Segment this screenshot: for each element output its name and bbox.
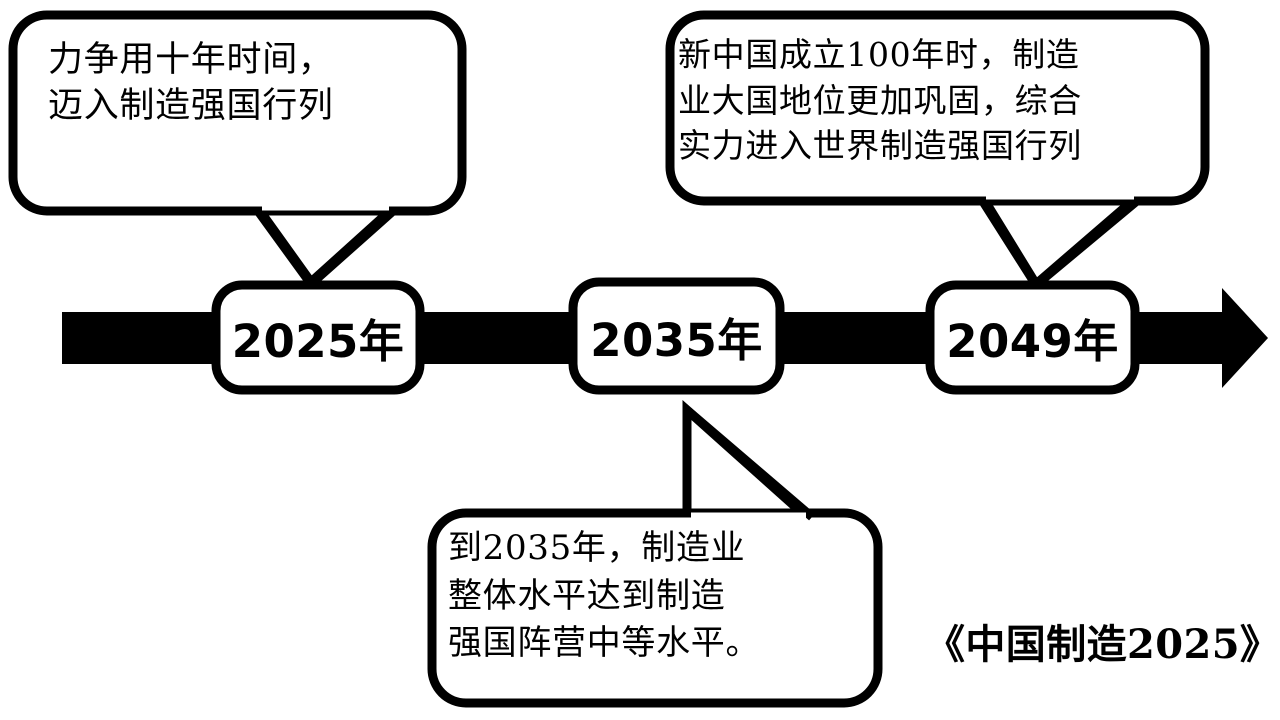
callout-2025-text: 力争用十年时间， 迈入制造强国行列 [48, 38, 448, 129]
callout-2049-line-1: 新中国成立100年时，制造 [678, 35, 1080, 74]
callout-2025-bubble [8, 10, 467, 216]
callout-2035-line-3: 强国阵营中等水平。 [448, 623, 761, 664]
timeline-node-label-2049: 2049年 [946, 315, 1119, 368]
timeline-node-label-2035: 2035年 [590, 313, 763, 367]
timeline-node-2035 [568, 277, 785, 395]
callout-2035-text: 到2035年，制造业整体水平达到制造强国阵营中等水平。 [448, 525, 872, 668]
timeline-node-2049 [925, 280, 1140, 395]
callout-2025-line-1: 力争用十年时间， [48, 40, 334, 80]
callout-2035-bubble [427, 508, 883, 708]
callout-2049-line-3: 实力进入世界制造强国行列 [678, 126, 1082, 166]
callout-2049-text: 新中国成立100年时，制造业大国地位更加巩固，综合实力进入世界制造强国行列 [678, 32, 1202, 169]
timeline-node-label-2025: 2025年 [231, 315, 405, 368]
timeline-node-2025 [211, 280, 425, 395]
callout-2035-tail-edges [682, 400, 815, 521]
callout-2035-line-1: 到2035年，制造业 [448, 528, 746, 568]
callout-2049-line-2: 业大国地位更加巩固，综合 [678, 80, 1082, 120]
callout-2035-line-2: 整体水平达到制造 [448, 575, 726, 616]
callout-2049-bubble [665, 10, 1210, 206]
callout-2025-line-2: 迈入制造强国行列 [48, 85, 334, 126]
figure-caption: 《中国制造2025》 [925, 621, 1280, 668]
